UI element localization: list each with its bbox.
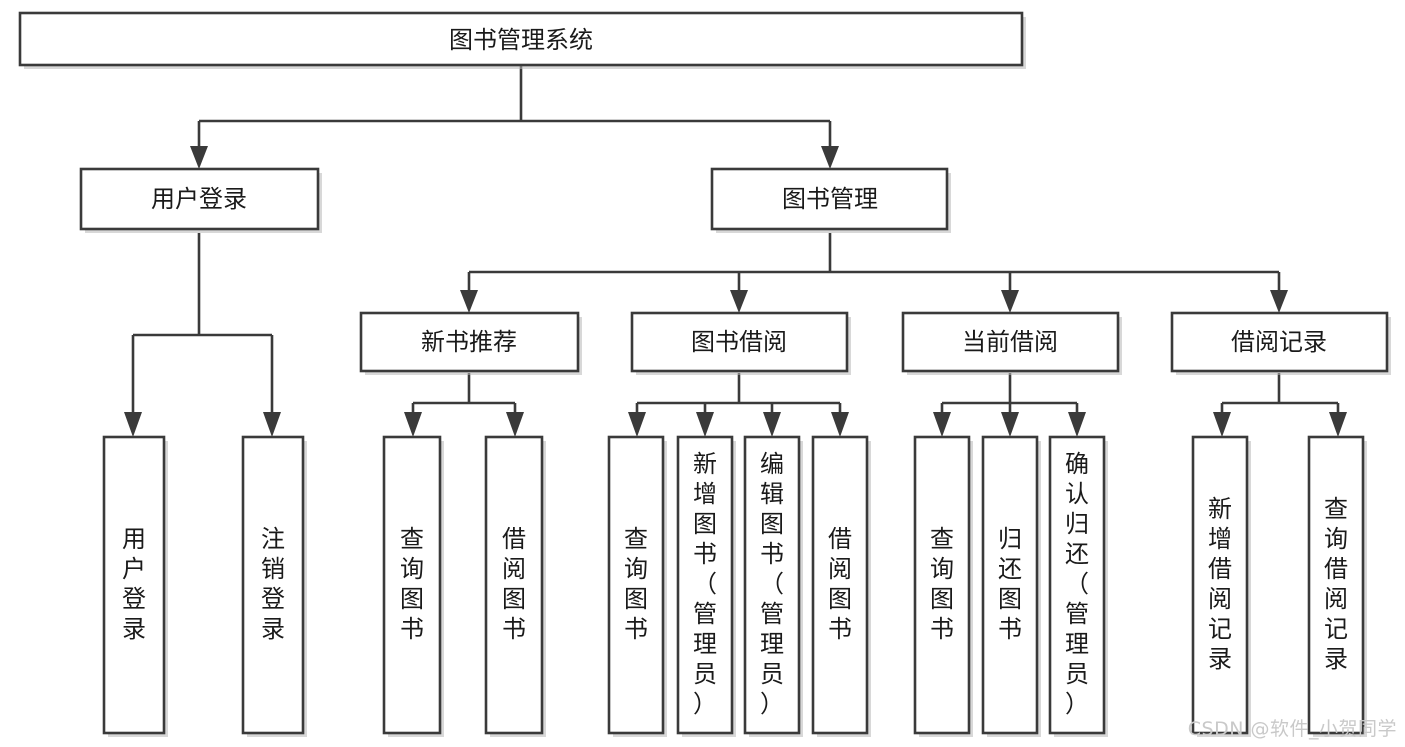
node-user-login[interactable]: 用户登录 — [79, 167, 322, 233]
node-leaf-return-book[interactable]: 归还图书 — [981, 435, 1041, 737]
node-leaf-query-record-box[interactable] — [1307, 435, 1365, 735]
node-leaf-add-book[interactable]: 新增图书（管理员） — [676, 435, 736, 737]
node-leaf-add-record[interactable]: 新增借阅记录 — [1191, 435, 1251, 737]
node-leaf-query-book-2[interactable]: 查询图书 — [607, 435, 667, 737]
node-leaf-edit-book-label: 编辑图书（管理员） — [760, 450, 784, 718]
node-leaf-borrow-book-2[interactable]: 借阅图书 — [811, 435, 871, 737]
node-current-borrow-box[interactable] — [901, 311, 1120, 373]
arrow-head-leaf-query-book-3 — [933, 412, 951, 437]
arrow-head-leaf-user-login — [124, 412, 142, 437]
arrow-head-leaf-return-book — [1001, 412, 1019, 437]
node-borrow-record[interactable]: 借阅记录 — [1170, 311, 1391, 375]
arrow-head-leaf-add-record — [1213, 412, 1231, 437]
node-current-borrow[interactable]: 当前借阅 — [901, 311, 1122, 375]
node-leaf-query-book-1-box[interactable] — [382, 435, 442, 735]
node-leaf-user-login-box[interactable] — [102, 435, 166, 735]
node-user-login-box[interactable] — [79, 167, 320, 231]
node-leaf-query-book-3-box[interactable] — [913, 435, 971, 735]
node-book-borrow[interactable]: 图书借阅 — [630, 311, 851, 375]
arrow-head-leaf-borrow-book-1 — [506, 412, 524, 437]
node-leaf-borrow-book-1-box[interactable] — [484, 435, 544, 735]
node-leaf-query-book-3[interactable]: 查询图书 — [913, 435, 973, 737]
node-book-manage[interactable]: 图书管理 — [710, 167, 951, 233]
node-book-manage-box[interactable] — [710, 167, 949, 231]
node-leaf-borrow-book-2-box[interactable] — [811, 435, 869, 735]
node-leaf-query-record-label: 查询借阅记录 — [1324, 495, 1348, 673]
node-leaf-query-book-1-label: 查询图书 — [400, 525, 424, 643]
node-leaf-user-login-label: 用户登录 — [122, 525, 146, 643]
node-leaf-add-record-box[interactable] — [1191, 435, 1249, 735]
node-leaf-confirm-return[interactable]: 确认归还（管理员） — [1048, 435, 1108, 737]
node-user-login-label: 用户登录 — [151, 185, 247, 213]
arrow-head-book-manage — [821, 146, 839, 169]
node-leaf-add-book-label: 新增图书（管理员） — [693, 450, 717, 718]
node-leaf-logout-login[interactable]: 注销登录 — [241, 435, 307, 737]
node-leaf-query-book-1[interactable]: 查询图书 — [382, 435, 444, 737]
connector-layer — [124, 66, 1347, 437]
node-root[interactable]: 图书管理系统 — [18, 11, 1026, 69]
arrow-head-book-borrow — [730, 290, 748, 313]
arrow-head-leaf-confirm-return — [1068, 412, 1086, 437]
node-root-label: 图书管理系统 — [449, 26, 593, 54]
node-new-book-recommend-label: 新书推荐 — [421, 328, 517, 356]
node-borrow-record-label: 借阅记录 — [1231, 328, 1327, 356]
node-leaf-add-record-label: 新增借阅记录 — [1208, 495, 1232, 673]
arrow-head-leaf-query-book-1 — [404, 412, 422, 437]
node-leaf-query-book-3-label: 查询图书 — [930, 525, 954, 643]
node-new-book-recommend[interactable]: 新书推荐 — [359, 311, 582, 375]
arrow-head-leaf-query-record — [1329, 412, 1347, 437]
node-leaf-confirm-return-box[interactable] — [1048, 435, 1106, 735]
node-root-box[interactable] — [18, 11, 1024, 67]
node-book-borrow-box[interactable] — [630, 311, 849, 373]
arrow-head-user-login — [190, 146, 208, 169]
node-leaf-borrow-book-2-label: 借阅图书 — [828, 525, 852, 643]
node-new-book-recommend-box[interactable] — [359, 311, 580, 373]
arrow-head-leaf-edit-book — [763, 412, 781, 437]
arrow-head-leaf-logout-login — [263, 412, 281, 437]
node-leaf-add-book-box[interactable] — [676, 435, 734, 735]
node-leaf-logout-login-label: 注销登录 — [261, 525, 285, 643]
csdn-watermark: CSDN @软件_小贺同学 — [1187, 718, 1397, 740]
arrow-head-borrow-record — [1270, 290, 1288, 313]
node-leaf-borrow-book-1[interactable]: 借阅图书 — [484, 435, 546, 737]
arrow-head-new-book-recommend — [460, 290, 478, 313]
node-leaf-query-record[interactable]: 查询借阅记录 — [1307, 435, 1367, 737]
arrow-head-current-borrow — [1001, 290, 1019, 313]
node-leaf-return-book-box[interactable] — [981, 435, 1039, 735]
arrow-head-leaf-query-book-2 — [628, 412, 646, 437]
node-leaf-logout-login-box[interactable] — [241, 435, 305, 735]
node-leaf-edit-book[interactable]: 编辑图书（管理员） — [743, 435, 803, 737]
arrow-head-leaf-add-book — [696, 412, 714, 437]
node-leaf-edit-book-box[interactable] — [743, 435, 801, 735]
node-leaf-user-login[interactable]: 用户登录 — [102, 435, 168, 737]
node-current-borrow-label: 当前借阅 — [962, 328, 1058, 356]
node-leaf-return-book-label: 归还图书 — [998, 525, 1022, 643]
node-leaf-confirm-return-label: 确认归还（管理员） — [1065, 450, 1089, 718]
arrow-head-leaf-borrow-book-2 — [831, 412, 849, 437]
node-borrow-record-box[interactable] — [1170, 311, 1389, 373]
node-leaf-query-book-2-box[interactable] — [607, 435, 665, 735]
node-book-manage-label: 图书管理 — [782, 185, 878, 213]
node-book-borrow-label: 图书借阅 — [691, 328, 787, 356]
node-leaf-query-book-2-label: 查询图书 — [624, 525, 648, 643]
node-leaf-borrow-book-1-label: 借阅图书 — [502, 525, 526, 643]
